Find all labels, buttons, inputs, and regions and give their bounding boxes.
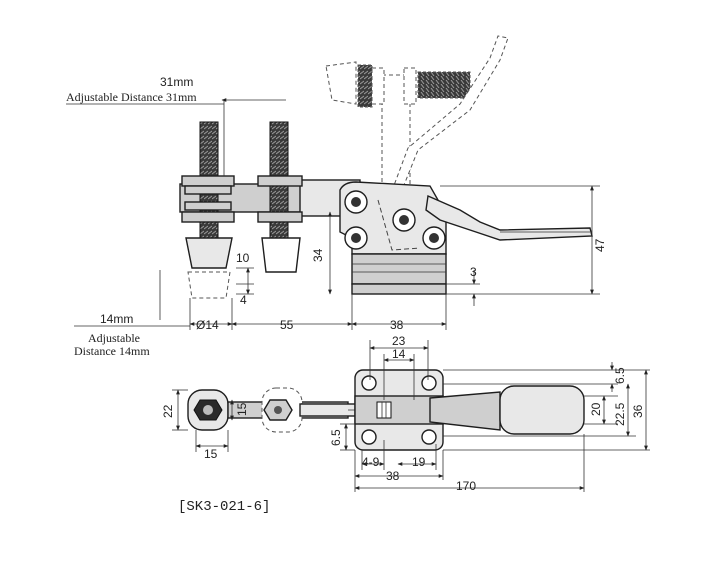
dim-4: 4 xyxy=(240,293,247,307)
dim-dia14: Ø14 xyxy=(196,318,219,332)
dim-47: 47 xyxy=(593,238,607,252)
annotation-14mm: 14mm xyxy=(100,312,133,326)
dim-15-vertical: 15 xyxy=(235,402,249,416)
dim-10: 10 xyxy=(236,251,250,265)
dim-15-horizontal: 15 xyxy=(204,447,218,461)
dim-3: 3 xyxy=(470,265,477,279)
model-code: [SK3-021-6] xyxy=(178,499,270,515)
clamp-handle xyxy=(425,194,593,241)
dim-23: 23 xyxy=(392,334,406,348)
spindle-middle xyxy=(257,121,303,273)
annotation-adjustable-14mm-line2: Distance 14mm xyxy=(74,344,150,358)
dim-4-9: 4-9 xyxy=(362,455,380,469)
annotation-adjustable-31mm: Adjustable Distance 31mm xyxy=(66,90,197,104)
dim-6-5-right: 6.5 xyxy=(613,367,627,384)
spindle-left xyxy=(181,121,235,269)
dim-22: 22 xyxy=(161,404,175,418)
dim-20: 20 xyxy=(589,402,603,416)
dim-22-5: 22.5 xyxy=(613,402,627,426)
clamp-body xyxy=(339,181,447,295)
dim-36: 36 xyxy=(631,404,645,418)
dim-170: 170 xyxy=(456,479,476,493)
top-view: 23 14 22 15 15 6.5 4-9 19 38 170 6.5 20 … xyxy=(161,334,650,493)
annotation-31mm: 31mm xyxy=(160,75,193,89)
dim-55: 55 xyxy=(280,318,294,332)
ghost-open-position xyxy=(325,35,509,201)
dim-19: 19 xyxy=(412,455,426,469)
annotation-adjustable-14mm-line1: Adjustable xyxy=(88,331,140,345)
dim-38: 38 xyxy=(390,318,404,332)
dim-34: 34 xyxy=(311,248,325,262)
dim-14: 14 xyxy=(392,347,406,361)
dim-6-5-left: 6.5 xyxy=(329,429,343,446)
side-view: 10 4 34 3 47 Ø14 55 38 xyxy=(66,35,607,332)
dim-38-top: 38 xyxy=(386,469,400,483)
